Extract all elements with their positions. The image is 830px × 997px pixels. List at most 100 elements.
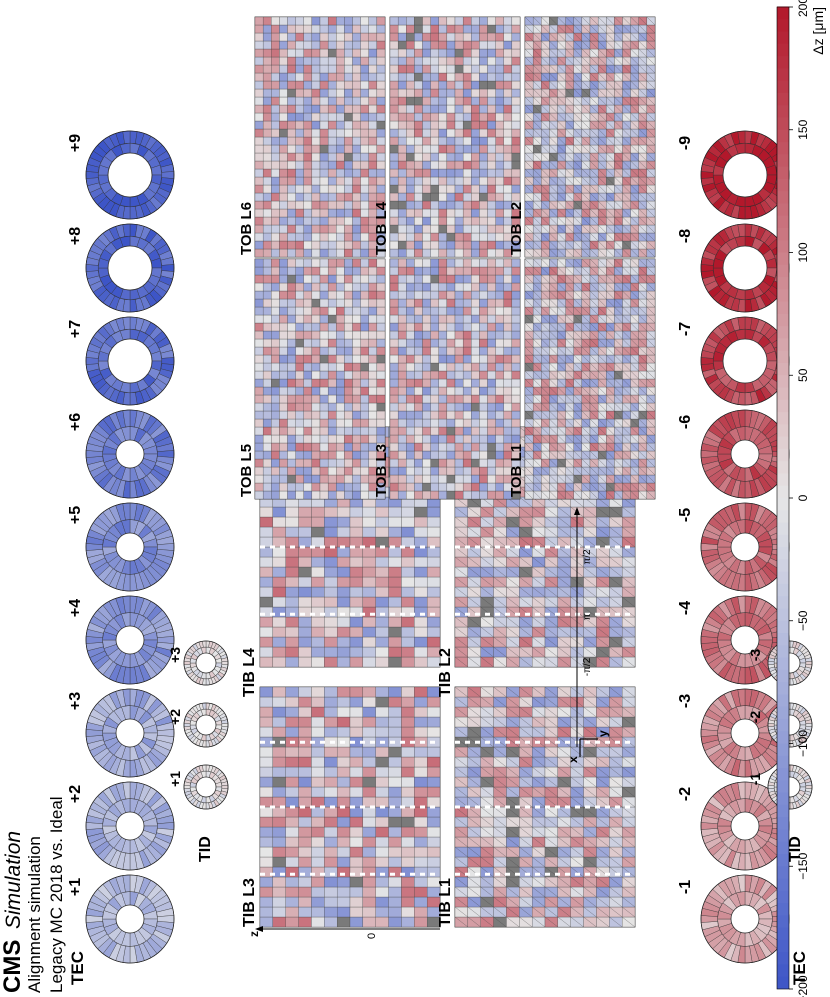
module-cell: [303, 208, 313, 218]
module-cell: [262, 152, 272, 162]
module-cell: [438, 354, 448, 364]
module-cell: [336, 442, 345, 452]
module-cell: [336, 402, 345, 412]
module-cell: [259, 656, 274, 668]
module-cell: [327, 282, 337, 292]
module-cell: [279, 466, 288, 476]
module-cell: [298, 566, 312, 578]
module-cell: [368, 32, 378, 42]
module-cell: [271, 40, 280, 50]
module-cell: [360, 112, 369, 122]
module-cell: [360, 248, 369, 258]
module-cell: [279, 298, 288, 308]
module-cell: [352, 322, 361, 332]
module-cell: [259, 516, 274, 528]
module-cell: [360, 56, 369, 66]
module-cell: [349, 846, 364, 858]
module-cell: [352, 64, 361, 74]
module-cell: [311, 458, 321, 468]
module-cell: [311, 896, 325, 908]
module-cell: [311, 290, 321, 300]
module-cell: [327, 338, 337, 348]
module-cell: [360, 64, 369, 74]
module-cell: [389, 402, 399, 412]
module-cell: [298, 626, 312, 638]
module-cell: [262, 184, 272, 194]
module-cell: [254, 24, 264, 34]
module-cell: [303, 426, 313, 436]
module-cell: [311, 64, 321, 74]
module-cell: [401, 836, 415, 848]
module-cell: [254, 346, 264, 356]
module-cell: [311, 24, 321, 34]
module-cell: [479, 458, 488, 468]
module-cell: [279, 112, 288, 122]
module-cell: [298, 816, 312, 828]
module-cell: [303, 418, 313, 428]
module-cell: [287, 176, 296, 186]
module-cell: [352, 330, 361, 340]
module-cell: [319, 152, 329, 162]
module-cell: [324, 576, 338, 588]
module-cell: [462, 378, 472, 388]
module-cell: [344, 136, 353, 146]
module-cell: [285, 706, 299, 718]
module-cell: [327, 434, 337, 444]
module-cell: [360, 322, 369, 332]
tid-plus-disk-label: +2: [167, 709, 183, 725]
module-cell: [495, 290, 504, 300]
module-cell: [327, 370, 337, 380]
module-cell: [360, 16, 369, 26]
module-cell: [319, 72, 329, 82]
module-cell: [362, 906, 376, 918]
module-cell: [303, 410, 313, 420]
module-cell: [511, 314, 521, 324]
module-cell: [327, 88, 337, 98]
tec-plus-disk: [85, 130, 175, 220]
module-cell: [254, 394, 264, 404]
module-cell: [462, 418, 472, 428]
module-cell: [368, 56, 378, 66]
module-cell: [298, 646, 312, 658]
module-cell: [336, 490, 345, 500]
module-cell: [376, 136, 386, 146]
module-cell: [262, 96, 272, 106]
module-cell: [279, 144, 288, 154]
module-cell: [295, 346, 304, 356]
module-cell: [422, 410, 431, 420]
module-cell: [254, 176, 264, 186]
module-cell: [319, 394, 329, 404]
module-cell: [454, 330, 464, 340]
module-cell: [426, 556, 441, 568]
module-cell: [414, 402, 423, 412]
module-cell: [422, 378, 431, 388]
module-cell: [262, 482, 272, 492]
module-cell: [360, 160, 369, 170]
module-cell: [487, 290, 496, 300]
module-cell: [324, 656, 338, 668]
module-cell: [298, 906, 312, 918]
module-cell: [376, 394, 386, 404]
module-cell: [368, 104, 378, 114]
cms-label: CMS: [0, 940, 26, 993]
module-cell: [254, 104, 264, 114]
module-cell: [401, 896, 415, 908]
module-cell: [426, 526, 441, 538]
module-cell: [336, 32, 345, 42]
module-cell: [303, 386, 313, 396]
module-cell: [303, 474, 313, 484]
module-cell: [271, 410, 280, 420]
module-cell: [360, 298, 369, 308]
module-cell: [360, 434, 369, 444]
module-cell: [303, 248, 313, 258]
module-cell: [336, 450, 345, 460]
module-cell: [495, 482, 504, 492]
module-cell: [327, 394, 337, 404]
tid-minus-disk: [767, 764, 813, 810]
module-cell: [414, 846, 428, 858]
module-cell: [303, 168, 313, 178]
tec-plus-disk-label: +4: [67, 599, 84, 617]
module-cell: [511, 346, 521, 356]
module-cell: [349, 856, 364, 868]
module-cell: [279, 96, 288, 106]
